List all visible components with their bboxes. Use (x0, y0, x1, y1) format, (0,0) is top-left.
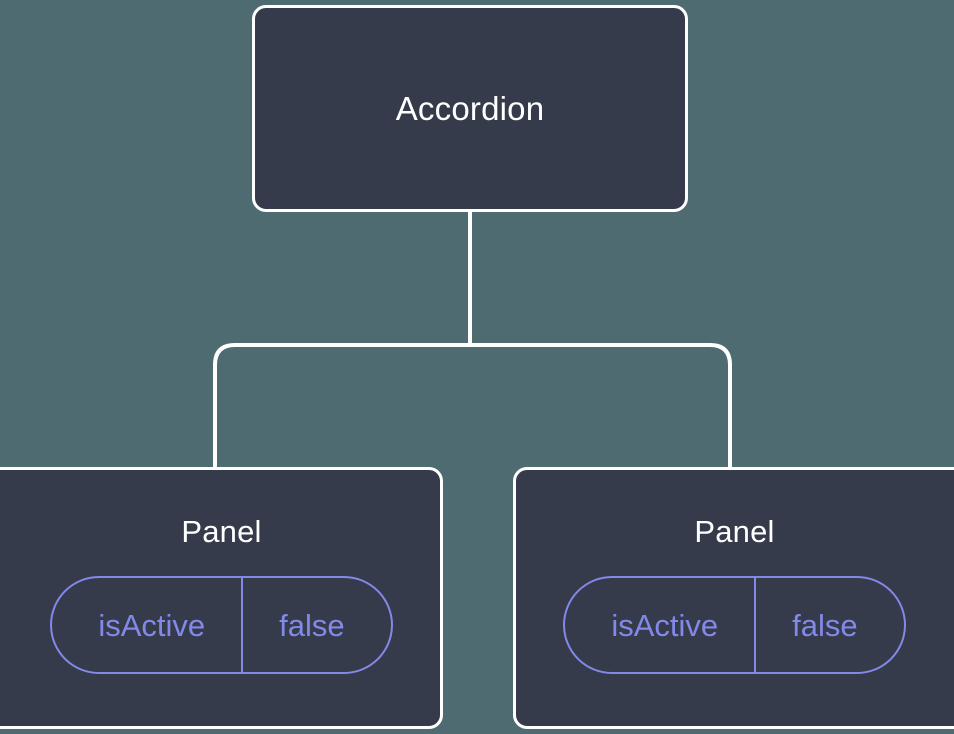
panel-right-content: Panel isActive false (516, 516, 954, 674)
node-panel-right[interactable]: Panel isActive false (513, 467, 954, 729)
node-panel-left-label: Panel (181, 514, 262, 549)
state-pill-left[interactable]: isActive false (50, 576, 393, 674)
state-key-left: isActive (98, 607, 206, 643)
node-accordion-label: Accordion (395, 90, 545, 127)
node-panel-left[interactable]: Panel isActive false (0, 467, 443, 729)
node-accordion[interactable]: Accordion (252, 5, 688, 212)
state-pill-right[interactable]: isActive false (563, 576, 906, 674)
node-panel-right-label: Panel (694, 514, 775, 549)
state-value-left: false (241, 578, 390, 672)
panel-left-content: Panel isActive false (0, 516, 440, 674)
state-key-right: isActive (611, 607, 719, 643)
state-value-right: false (754, 578, 903, 672)
edge-bus-to-panels (213, 343, 732, 467)
